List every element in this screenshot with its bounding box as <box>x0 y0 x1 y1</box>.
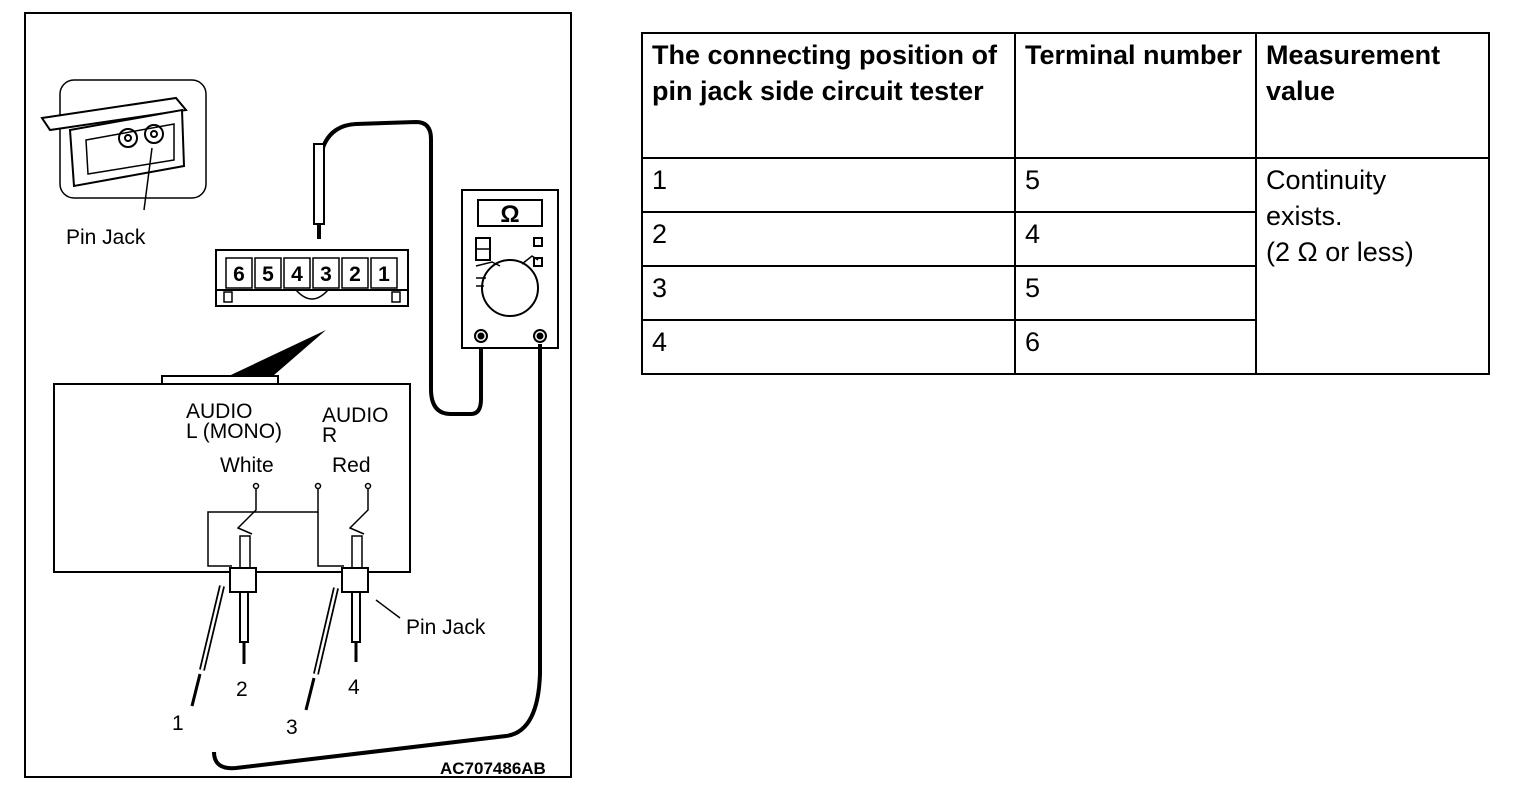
white-label: White <box>220 454 274 477</box>
pin-jack-panel-illustration <box>40 79 207 211</box>
header-connecting-position: The connecting position of pin jack side… <box>641 32 1016 159</box>
connector-pin-cell <box>283 257 311 289</box>
audio-r-sub-label: R <box>322 424 337 447</box>
connector-pin-number: 2 <box>349 263 361 286</box>
table-row: 3 5 <box>641 265 1489 321</box>
table-row: 4 6 <box>641 319 1489 375</box>
red-label: Red <box>332 454 371 477</box>
measurement-table: The connecting position of pin jack side… <box>641 32 1490 375</box>
pointer-wedge <box>216 330 326 382</box>
audio-l-sub-label: L (MONO) <box>186 420 282 443</box>
measurement-line-3: (2 Ω or less) <box>1266 237 1414 267</box>
table-row: 2 4 <box>641 211 1489 267</box>
pin-jack-side-label: Pin Jack <box>406 616 486 639</box>
measurement-line-2: exists. <box>1266 201 1343 231</box>
cell-terminal: 6 <box>1014 319 1257 375</box>
cell-position: 2 <box>641 211 1016 267</box>
cell-measurement: Continuity exists. (2 Ω or less) <box>1255 157 1490 375</box>
ohmmeter <box>461 189 559 349</box>
pin-jack-top-label: Pin Jack <box>66 226 146 249</box>
connector-pin-number: 1 <box>378 263 390 286</box>
connector-pin-cell <box>254 257 282 289</box>
probe-3-label: 3 <box>286 716 298 739</box>
connector-pin-cell <box>225 257 253 289</box>
pin-jacks <box>229 567 369 643</box>
cell-position: 1 <box>641 157 1016 213</box>
cell-position: 4 <box>641 319 1016 375</box>
connector-pin-number: 6 <box>233 263 245 286</box>
header-terminal-number: Terminal number <box>1014 32 1257 159</box>
measurement-line-1: Continuity <box>1266 165 1387 195</box>
connector-pin-cell <box>341 257 369 289</box>
audio-l-label: AUDIO <box>186 400 253 423</box>
audio-r-label: AUDIO <box>322 404 389 427</box>
figure-code: AC707486AB <box>440 759 546 778</box>
cell-position: 3 <box>641 265 1016 321</box>
table-header-row: The connecting position of pin jack side… <box>641 32 1490 159</box>
cell-terminal: 5 <box>1014 157 1257 213</box>
probe-4-label: 4 <box>348 676 360 699</box>
probe-2-label: 2 <box>236 678 248 701</box>
connector-pin-number: 3 <box>320 263 332 286</box>
ohm-symbol: Ω <box>500 201 519 228</box>
connector-pin-number: 4 <box>291 263 303 286</box>
connector-pin-cell <box>312 257 340 289</box>
header-measurement-value: Measurement value <box>1255 32 1490 159</box>
tester-lead <box>212 344 542 771</box>
table-row: 1 5 Continuity exists. (2 Ω or less) <box>641 157 1490 375</box>
connector-probe <box>313 119 483 416</box>
cell-terminal: 4 <box>1014 211 1257 267</box>
audio-unit <box>53 375 411 573</box>
probe-1-label: 1 <box>172 712 184 735</box>
connector-pin-cell <box>370 257 398 289</box>
cell-terminal: 5 <box>1014 265 1257 321</box>
plug-leads <box>190 585 401 711</box>
connector-pin-number: 5 <box>262 263 274 286</box>
